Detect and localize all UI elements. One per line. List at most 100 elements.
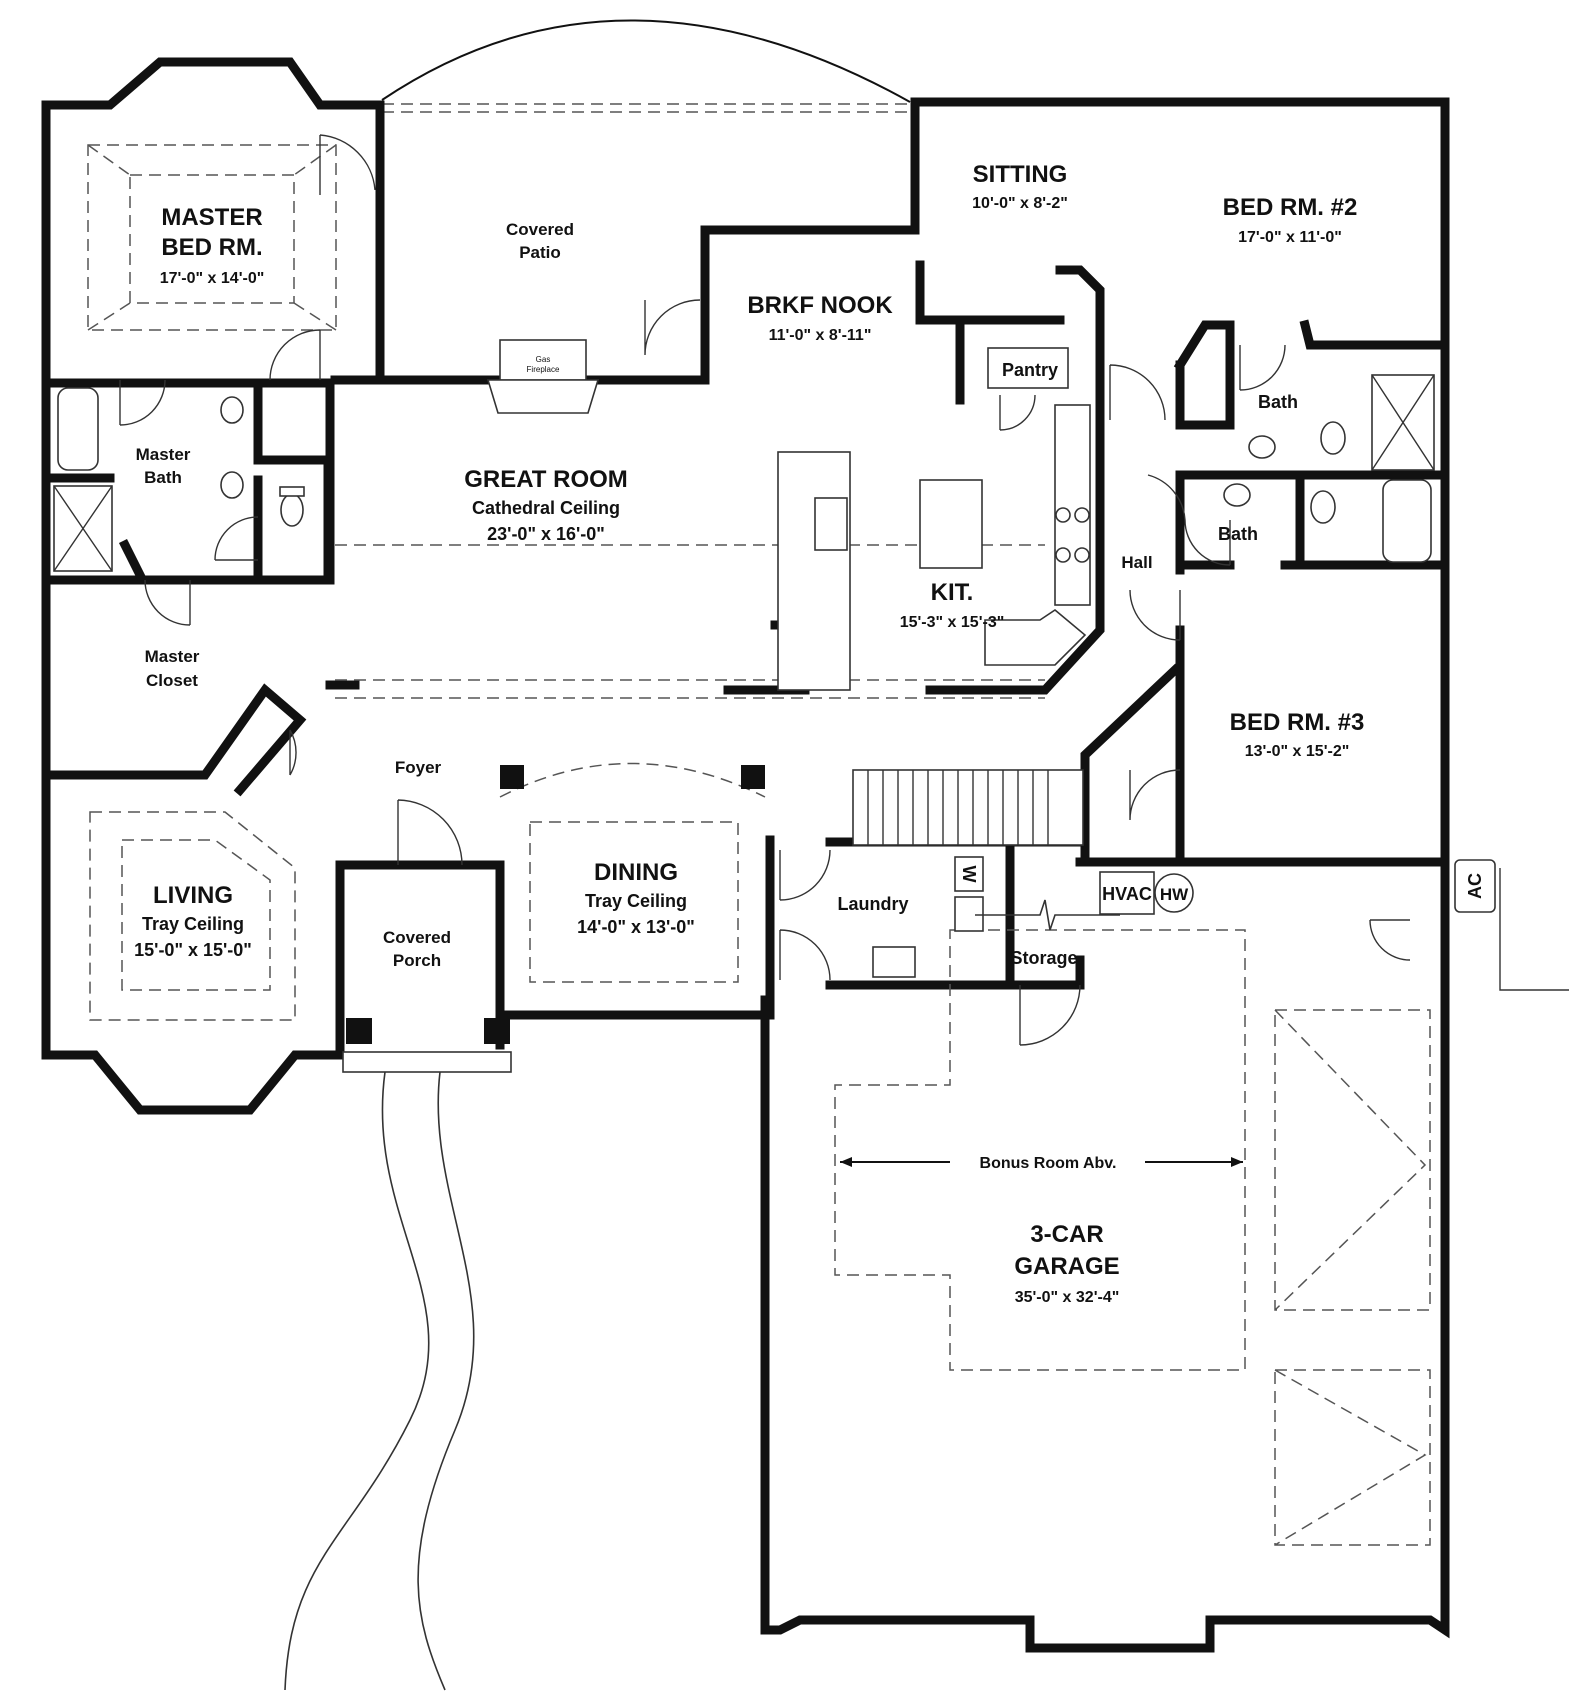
living-size: 15'-0" x 15'-0" [134, 940, 252, 960]
covered-patio-name-1: Covered [506, 220, 574, 239]
door-pantry [999, 394, 1036, 431]
column-porch-left [346, 1018, 372, 1044]
dining-note: Tray Ceiling [585, 891, 687, 911]
door-great-room-hall [269, 329, 321, 381]
living-name: LIVING [153, 882, 233, 909]
column-porch-right [484, 1018, 510, 1044]
door-master-closet [144, 579, 191, 626]
door-master-bed [319, 134, 376, 195]
kitchen-peninsula [777, 451, 851, 691]
garage-name-1: 3-CAR [1030, 1221, 1103, 1248]
water-heater-label: HW [1160, 885, 1189, 904]
master-closet-name-1: Master [145, 647, 200, 666]
sitting-size: 10'-0" x 8'-2" [972, 195, 1068, 212]
master-tray-diag-3 [87, 302, 131, 331]
door-bed3 [1129, 589, 1181, 641]
ac-label: AC [1465, 873, 1485, 899]
door-master-bath [119, 379, 166, 426]
porch-walls [335, 860, 505, 1050]
sink-master-2 [220, 471, 244, 499]
kitchen-walls [915, 260, 1105, 695]
door-laundry-1 [779, 849, 831, 901]
storage-name: Storage [1010, 948, 1077, 968]
master-tray-diag-4 [293, 302, 337, 331]
walkway-right [417, 1071, 475, 1691]
front-step [342, 1051, 512, 1073]
hall-name: Hall [1121, 553, 1152, 572]
great-room-name: GREAT ROOM [464, 466, 628, 493]
stairs [852, 769, 1084, 846]
toilet-master [280, 493, 304, 527]
water-heater [1154, 873, 1194, 913]
shower-master-x [53, 485, 113, 572]
laundry-sink [872, 946, 916, 978]
master-bath-name-1: Master [136, 445, 191, 464]
sink-master-1 [220, 396, 244, 424]
walkway-left [284, 1071, 430, 1691]
master-bed-name-1: MASTER [161, 204, 262, 231]
cooktop-burner-1 [1055, 507, 1071, 523]
toilet-bath-upper [1320, 421, 1346, 455]
master-tray-diag-2 [293, 144, 337, 176]
bed2-name: BED RM. #2 [1223, 194, 1358, 221]
shower-bath-upper-x [1371, 374, 1435, 471]
bed3-size: 13'-0" x 15'-2" [1245, 743, 1350, 760]
bonus-arrowhead-right [1231, 1157, 1243, 1167]
master-bath-shower-wall [118, 538, 147, 582]
washer [954, 856, 984, 892]
dining-name: DINING [594, 859, 678, 886]
dining-arch [499, 762, 766, 798]
door-closet-foyer [289, 729, 297, 776]
pantry-name: Pantry [1002, 360, 1058, 380]
patio-arc [381, 19, 911, 103]
living-tray-inner [121, 839, 271, 991]
bed3-walls [1080, 625, 1185, 867]
laundry-name: Laundry [837, 894, 908, 914]
living-tray-outer [89, 811, 296, 1021]
covered-patio-name-2: Patio [519, 243, 561, 262]
bed2-bath-walls [1173, 319, 1450, 575]
kitchen-sink [814, 497, 848, 551]
living-note: Tray Ceiling [142, 914, 244, 934]
master-bath-name-2: Bath [144, 468, 182, 487]
master-bed-name-2: BED RM. [161, 234, 262, 261]
column-dining-right [741, 765, 765, 789]
ac-pad-line [1499, 868, 1569, 991]
kitchen-corner-counter [984, 609, 1087, 666]
bath-lower-name: Bath [1218, 524, 1258, 544]
master-closet-name-2: Closet [146, 671, 198, 690]
bath-upper-name: Bath [1258, 392, 1298, 412]
great-room-note: Cathedral Ceiling [472, 498, 620, 518]
fireplace [499, 339, 587, 381]
garage-door-1 [1274, 1009, 1431, 1311]
door-bath-upper [1239, 344, 1286, 391]
pantry-shelf [987, 347, 1069, 389]
bonus-arrowhead-left [840, 1157, 852, 1167]
door-bed2 [1147, 474, 1186, 521]
cooktop-burner-4 [1074, 547, 1090, 563]
garage-size: 35'-0" x 32'-4" [1015, 1289, 1120, 1306]
bonus-room-note: Bonus Room Abv. [980, 1155, 1117, 1172]
master-tray-diag-1 [87, 144, 131, 176]
brkf-nook-size: 11'-0" x 8'-11" [769, 327, 872, 344]
bathtub-bath-lower [1382, 479, 1432, 563]
bonus-room-outline [834, 929, 1246, 1371]
dining-size: 14'-0" x 13'-0" [577, 917, 695, 937]
great-room-size: 23'-0" x 16'-0" [487, 524, 605, 544]
door-laundry-2 [779, 929, 831, 981]
patio-walls [375, 97, 1450, 1465]
door-bath-lower [1184, 519, 1231, 566]
stair-break-line [975, 899, 1120, 931]
door-hall-closet [1109, 364, 1166, 421]
hvac-label: HVAC [1102, 884, 1152, 904]
bathtub-master [57, 387, 99, 471]
kitchen-size: 15'-3" x 15'-3" [900, 614, 1005, 631]
door-storage [1019, 984, 1081, 1046]
sink-bath-lower [1223, 483, 1251, 507]
garage-walls [760, 857, 1450, 1653]
cooktop-burner-2 [1074, 507, 1090, 523]
fireplace-label-2: Fireplace [527, 365, 560, 374]
west-wall [41, 375, 345, 1115]
